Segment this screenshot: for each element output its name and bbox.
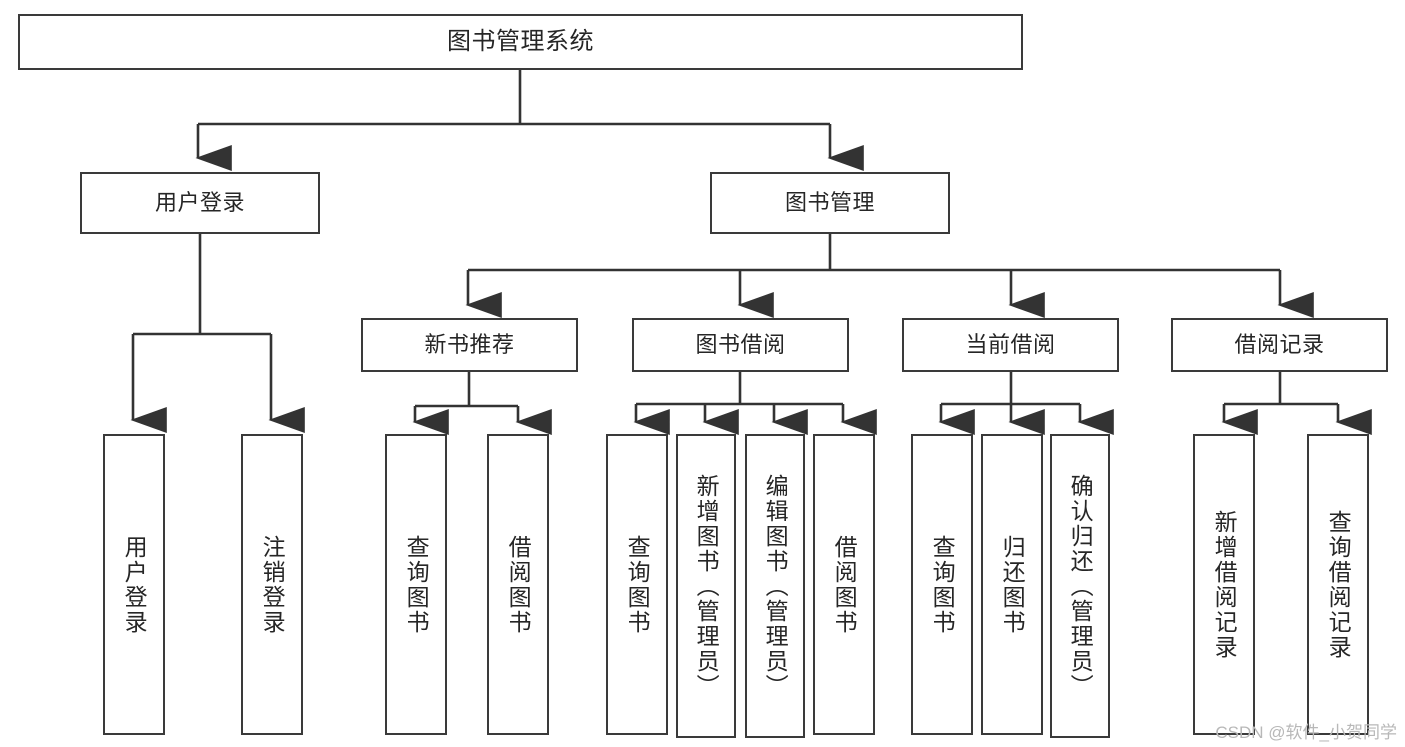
node-label: 图书管理 (784, 190, 875, 216)
node-label: 借阅记录 (1234, 332, 1325, 358)
node-label: 图书管理系统 (447, 28, 594, 55)
node-label: 借阅图书 (831, 534, 858, 635)
node-label: 确认归还（管理员） (1067, 473, 1094, 699)
node-label: 查询借阅记录 (1325, 509, 1352, 660)
node-label: 图书借阅 (695, 332, 786, 358)
leaf-borrow-record-add[interactable]: 新增借阅记录 (1193, 434, 1255, 735)
node-label: 用户登录 (154, 190, 245, 216)
node-user-login[interactable]: 用户登录 (80, 172, 320, 234)
leaf-current-borrow-confirm-return[interactable]: 确认归还（管理员） (1050, 434, 1110, 738)
node-label: 新书推荐 (424, 332, 515, 358)
node-label: 注销登录 (259, 534, 286, 635)
node-label: 新增图书（管理员） (693, 473, 720, 699)
node-label: 新增借阅记录 (1211, 509, 1238, 660)
node-book-borrow[interactable]: 图书借阅 (632, 318, 849, 372)
leaf-current-borrow-query[interactable]: 查询图书 (911, 434, 973, 735)
node-label: 用户登录 (121, 534, 148, 635)
node-book-management[interactable]: 图书管理 (710, 172, 950, 234)
node-label: 查询图书 (403, 534, 430, 635)
leaf-book-borrow-borrow[interactable]: 借阅图书 (813, 434, 875, 735)
node-root-book-management-system[interactable]: 图书管理系统 (18, 14, 1023, 70)
node-borrow-record[interactable]: 借阅记录 (1171, 318, 1388, 372)
leaf-new-book-query[interactable]: 查询图书 (385, 434, 447, 735)
leaf-book-borrow-add[interactable]: 新增图书（管理员） (676, 434, 736, 738)
leaf-user-login-login[interactable]: 用户登录 (103, 434, 165, 735)
node-new-book-recommend[interactable]: 新书推荐 (361, 318, 578, 372)
leaf-book-borrow-query[interactable]: 查询图书 (606, 434, 668, 735)
node-label: 归还图书 (999, 534, 1026, 635)
leaf-user-login-logout[interactable]: 注销登录 (241, 434, 303, 735)
node-label: 当前借阅 (965, 332, 1056, 358)
node-label: 查询图书 (929, 534, 956, 635)
leaf-borrow-record-query[interactable]: 查询借阅记录 (1307, 434, 1369, 735)
node-label: 查询图书 (624, 534, 651, 635)
leaf-new-book-borrow[interactable]: 借阅图书 (487, 434, 549, 735)
node-label: 编辑图书（管理员） (762, 473, 789, 699)
csdn-watermark: CSDN @软件_小贺同学 (1215, 723, 1397, 742)
leaf-current-borrow-return[interactable]: 归还图书 (981, 434, 1043, 735)
node-label: 借阅图书 (505, 534, 532, 635)
leaf-book-borrow-edit[interactable]: 编辑图书（管理员） (745, 434, 805, 738)
node-current-borrow[interactable]: 当前借阅 (902, 318, 1119, 372)
